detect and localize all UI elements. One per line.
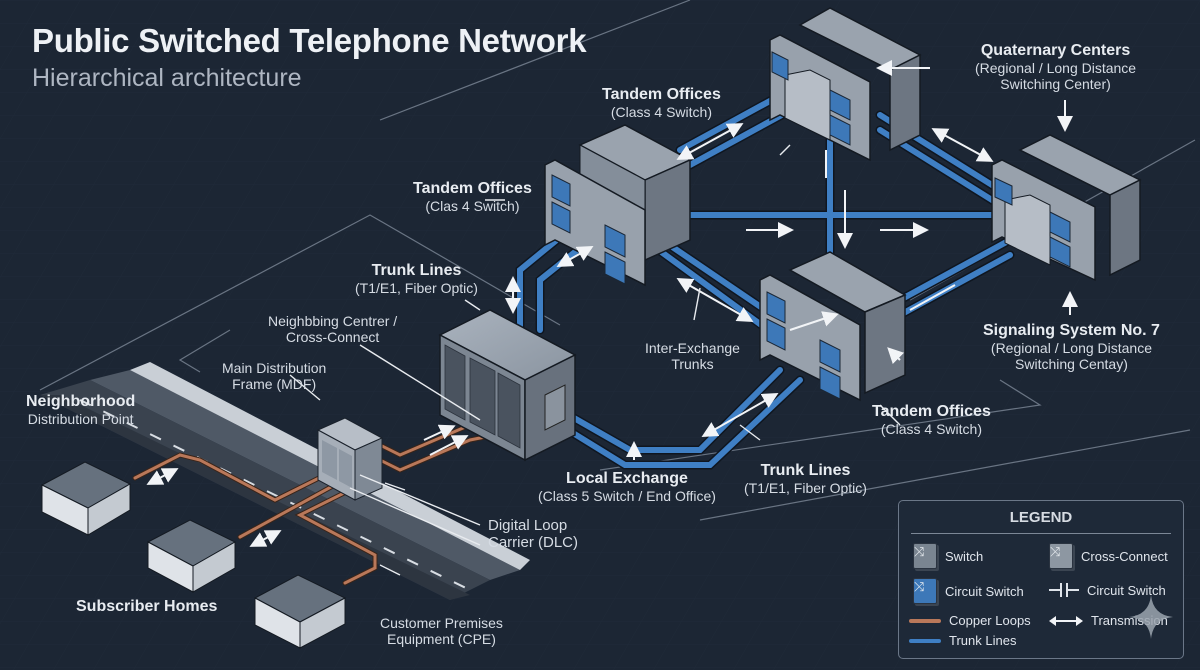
transmission-arrows — [146, 60, 1078, 547]
label-line: Frame (MDF) — [232, 376, 317, 393]
circuit-switch-symbol-icon — [1049, 581, 1079, 599]
label-subscriber-homes: Subscriber Homes — [76, 598, 217, 616]
label-mdf: Main Distribution Frame (MDF) — [222, 360, 326, 392]
legend-label: Circuit Switch — [945, 583, 1024, 599]
label-line: Carrier (DLC) — [488, 534, 578, 552]
label-line: (T1/E1, Fiber Optic) — [355, 280, 478, 297]
legend: LEGEND ⤨ Switch ⤨ Cross-Connect ⤨ Circui… — [898, 500, 1184, 659]
label-line: Switching Center) — [1000, 76, 1111, 93]
label-line: (Class 4 Switch) — [880, 421, 982, 438]
switch-icon: ⤨ — [913, 543, 937, 569]
label-line: (Class 5 Switch / End Office) — [538, 488, 716, 505]
legend-label: Switch — [945, 548, 984, 564]
label-line: Digital Loop — [488, 517, 568, 534]
circuit-switch-icon: ⤨ — [913, 578, 937, 604]
signaling-center — [991, 134, 1142, 282]
label-title: Signaling System No. 7 — [983, 322, 1160, 339]
house — [40, 461, 132, 536]
label-trunk-lines-upper: Trunk Lines (T1/E1, Fiber Optic) — [355, 262, 478, 296]
legend-label: Trunk Lines — [949, 633, 1017, 648]
leader-lines — [289, 144, 901, 576]
legend-item-circuit-switch: ⤨ Circuit Switch — [913, 578, 1024, 604]
label-local-exchange: Local Exchange (Class 5 Switch / End Off… — [538, 470, 716, 504]
label-tandem-bottom: Tandem Offices (Class 4 Switch) — [872, 403, 991, 437]
copper-line-icon — [909, 618, 941, 623]
label-title: Tandem Offices — [413, 180, 532, 197]
subscriber-houses — [40, 461, 347, 649]
legend-item-circuit-switch-symbol: Circuit Switch — [1049, 581, 1166, 599]
copper-loops — [132, 422, 498, 586]
trunk-line-icon — [909, 638, 941, 643]
label-line: Neighbbing Centrer / — [268, 313, 398, 329]
cross-connect-icon: ⤨ — [1049, 543, 1073, 569]
label-line: (Regional / Long Distance — [975, 60, 1137, 77]
label-cpe: Customer Premises Equipment (CPE) — [380, 615, 503, 647]
house — [253, 574, 347, 649]
label-line: (Regional / Long Distance — [990, 340, 1153, 357]
tandem-office-bottom — [759, 251, 907, 402]
label-line: Trunks — [671, 356, 714, 373]
label-title: Subscriber Homes — [76, 598, 218, 615]
label-title: Quaternary Centers — [980, 42, 1131, 59]
label-title: Neighborhood — [26, 393, 136, 410]
legend-item-switch: ⤨ Switch — [913, 543, 983, 569]
label-line: Main Distribution — [222, 360, 327, 376]
label-title: Local Exchange — [566, 470, 688, 487]
quaternary-center — [769, 7, 922, 162]
page-subtitle: Hierarchical architecture — [32, 64, 302, 92]
label-line: Customer Premises — [380, 615, 503, 631]
label-line: (Class 4 Switch) — [610, 104, 712, 121]
label-title: Tandem Offices — [872, 403, 991, 420]
label-line: Switching Centay) — [1015, 356, 1128, 373]
label-title: Trunk Lines — [371, 262, 462, 279]
label-trunk-lines-lower: Trunk Lines (T1/E1, Fiber Optic) — [744, 462, 867, 496]
double-arrow-icon — [1049, 615, 1083, 627]
label-tandem-left: Tandem Offices (Clas 4 Switch) — [413, 180, 532, 214]
label-line: Inter-Exchange — [645, 340, 740, 356]
sparkle-icon — [1129, 595, 1173, 639]
label-title: Trunk Lines — [760, 462, 851, 479]
legend-item-trunk-lines: Trunk Lines — [909, 633, 1016, 648]
label-dlc: Digital Loop Carrier (DLC) — [488, 517, 578, 552]
legend-item-cross-connect: ⤨ Cross-Connect — [1049, 543, 1168, 569]
legend-label: Copper Loops — [949, 613, 1031, 628]
dlc-cabinet — [316, 417, 384, 501]
label-line: Distribution Point — [27, 411, 134, 428]
legend-label: Cross-Connect — [1081, 548, 1168, 564]
local-exchange-building — [438, 309, 577, 462]
label-line: (T1/E1, Fiber Optic) — [744, 480, 867, 497]
legend-label: Circuit Switch — [1087, 582, 1166, 598]
page-title: Public Switched Telephone Network — [32, 22, 587, 59]
label-line: Cross-Connect — [285, 329, 380, 346]
tandem-office-left — [544, 124, 692, 287]
label-title: Tandem Offices — [602, 86, 721, 103]
legend-item-copper-loops: Copper Loops — [909, 613, 1031, 628]
label-neighborhood: Neighborhood Distribution Point — [26, 393, 135, 427]
label-quaternary-centers: Quaternary Centers (Regional / Long Dist… — [975, 42, 1136, 93]
label-neighbouring-centre: Neighbbing Centrer / Cross-Connect — [268, 313, 397, 345]
label-inter-exchange: Inter-Exchange Trunks — [645, 340, 740, 372]
label-line: (Clas 4 Switch) — [425, 198, 520, 215]
label-tandem-top: Tandem Offices (Class 4 Switch) — [602, 86, 721, 120]
legend-title: LEGEND — [1009, 509, 1073, 526]
house — [146, 519, 237, 593]
label-ss7: Signaling System No. 7 (Regional / Long … — [983, 322, 1160, 373]
legend-divider — [911, 533, 1171, 534]
label-line: Equipment (CPE) — [386, 631, 496, 648]
